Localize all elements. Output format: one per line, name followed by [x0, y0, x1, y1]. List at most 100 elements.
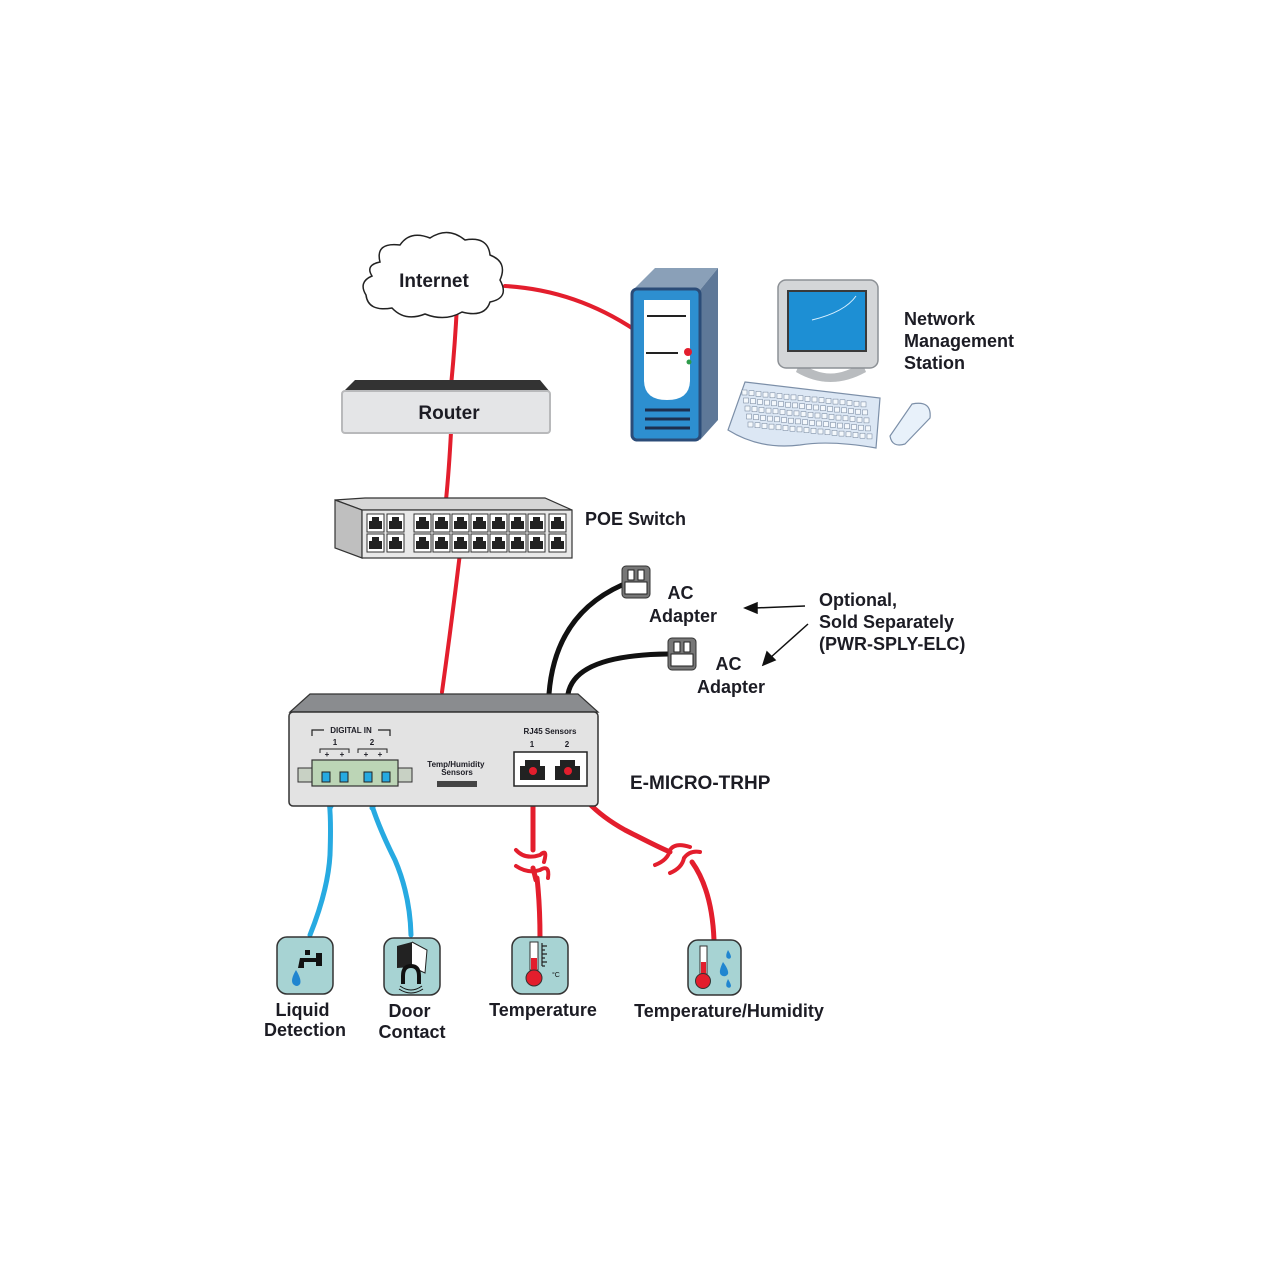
door-magnet-icon	[397, 941, 428, 994]
keyboard-key	[844, 423, 850, 430]
sensor-tile	[276, 936, 334, 995]
cable-internet-router	[449, 303, 459, 388]
digital-in-label: DIGITAL IN	[330, 726, 372, 735]
keyboard-key	[813, 404, 819, 411]
ac-adapter-2-label: AC Adapter	[697, 654, 765, 697]
keyboard-key	[834, 406, 840, 413]
digital-in-channel-2: 2	[370, 738, 375, 747]
rj45-jack-icon	[492, 537, 505, 549]
sensor-temperature-humidity	[687, 939, 742, 996]
thermometer-humidity-icon	[695, 945, 731, 989]
poe-switch-label: POE Switch	[585, 509, 686, 529]
router-label: Router	[418, 403, 480, 424]
keyboard-key	[793, 410, 800, 417]
keyboard-key	[795, 418, 801, 425]
keyboard-key	[796, 426, 803, 433]
plug-face	[670, 653, 694, 667]
keyboard-key	[841, 407, 847, 414]
digital-in-channel-1: 1	[333, 738, 338, 747]
rj45-jack-icon	[389, 537, 402, 549]
polarity-2: +	[340, 750, 345, 759]
temp-humidity-label: Temp/Humidity Sensors	[427, 760, 486, 777]
keyboard-key	[830, 422, 836, 428]
pc-tower	[630, 268, 718, 442]
keyboard-key	[849, 416, 856, 422]
keyboard-key	[743, 397, 749, 404]
channel-bracket	[319, 748, 388, 753]
keyboard-key	[804, 396, 811, 402]
keyboard	[727, 381, 881, 449]
nms-label: Network Management Station	[904, 309, 1019, 373]
keyboard-key	[767, 415, 773, 422]
keyboard-key	[845, 431, 852, 438]
rj45-jack-icon	[511, 537, 524, 549]
keyboard-key	[800, 411, 807, 417]
poe-switch: POE Switch	[334, 497, 686, 559]
temperature-label: Temperature	[489, 1000, 597, 1020]
liquid-detection-label: Liquid Detection	[264, 1000, 346, 1040]
liquid-detection-line-2: Detection	[264, 1020, 346, 1040]
keyboard-key	[774, 416, 780, 423]
tower-panel	[644, 300, 690, 400]
plug-prong	[637, 569, 645, 581]
rj45-jack-icon	[473, 517, 486, 529]
nms-label-line-1: Network	[904, 309, 976, 329]
optional-note-line-1: Optional,	[819, 590, 897, 610]
rj45-port-2-label: 2	[565, 740, 570, 749]
keyboard-key	[761, 423, 768, 429]
mouse-icon	[889, 402, 931, 446]
keyboard-key	[856, 416, 863, 423]
rj45-jack-icon	[551, 517, 564, 529]
rj45-jack-icon	[416, 537, 429, 549]
screen-glare	[811, 295, 857, 321]
internet-cloud: Internet	[362, 231, 505, 319]
power-cable-2	[565, 651, 671, 697]
keyboard-key	[760, 415, 766, 421]
keyboard-keys	[741, 389, 873, 440]
tower-side	[700, 268, 718, 440]
router-body	[341, 390, 551, 434]
ac-adapter-2	[667, 637, 697, 671]
ac-adapter-2-line-1: AC	[715, 654, 741, 674]
rj45-jack-icon	[454, 517, 467, 529]
power-cable-1	[546, 582, 625, 697]
power-led	[684, 348, 692, 356]
nms-label-line-2: Management	[904, 331, 1014, 351]
digital-in-bracket	[311, 729, 391, 736]
keyboard-key	[838, 430, 845, 437]
keyboard-key	[788, 417, 794, 424]
keyboard-key	[842, 415, 849, 422]
internet-label: Internet	[399, 271, 469, 292]
keyboard-key	[848, 408, 854, 414]
plug-prong	[627, 569, 635, 581]
keyboard-key	[853, 400, 860, 407]
cable-internet-pc	[503, 284, 637, 332]
sensor-tile	[687, 939, 742, 996]
keyboard-key	[807, 412, 814, 418]
sensor-temperature: °C	[511, 936, 569, 995]
keyboard-key	[765, 407, 772, 414]
rj45-jack-icon	[530, 537, 543, 549]
door-contact-label: Door Contact	[379, 1001, 446, 1042]
keyboard-key	[785, 401, 791, 408]
terminal-pin	[363, 771, 373, 783]
router: Router	[341, 380, 551, 434]
keyboard-key	[781, 417, 787, 423]
keyboard-key	[764, 399, 770, 406]
sensor-cable-1-break	[514, 848, 551, 880]
switch-top	[334, 497, 573, 511]
mouse	[889, 402, 931, 446]
arrowhead-icon	[761, 650, 777, 667]
optional-note-line-3: (PWR-SPLY-ELC)	[819, 634, 965, 654]
liquid-detection-line-1: Liquid	[276, 1000, 330, 1020]
keyboard-key	[762, 391, 769, 398]
port-plug	[564, 767, 572, 775]
optional-note-line-2: Sold Separately	[819, 612, 954, 632]
temperature-humidity-label: Temperature/Humidity	[634, 1001, 824, 1021]
keyboard-key	[820, 405, 826, 411]
keyboard-key	[744, 405, 751, 412]
keyboard-key	[810, 428, 817, 434]
keyboard-key	[827, 406, 833, 412]
e-micro-trhp-device: DIGITAL IN 1 2 + + + + Temp/Humidity Sen…	[288, 693, 600, 807]
keyboard-key	[741, 389, 748, 396]
